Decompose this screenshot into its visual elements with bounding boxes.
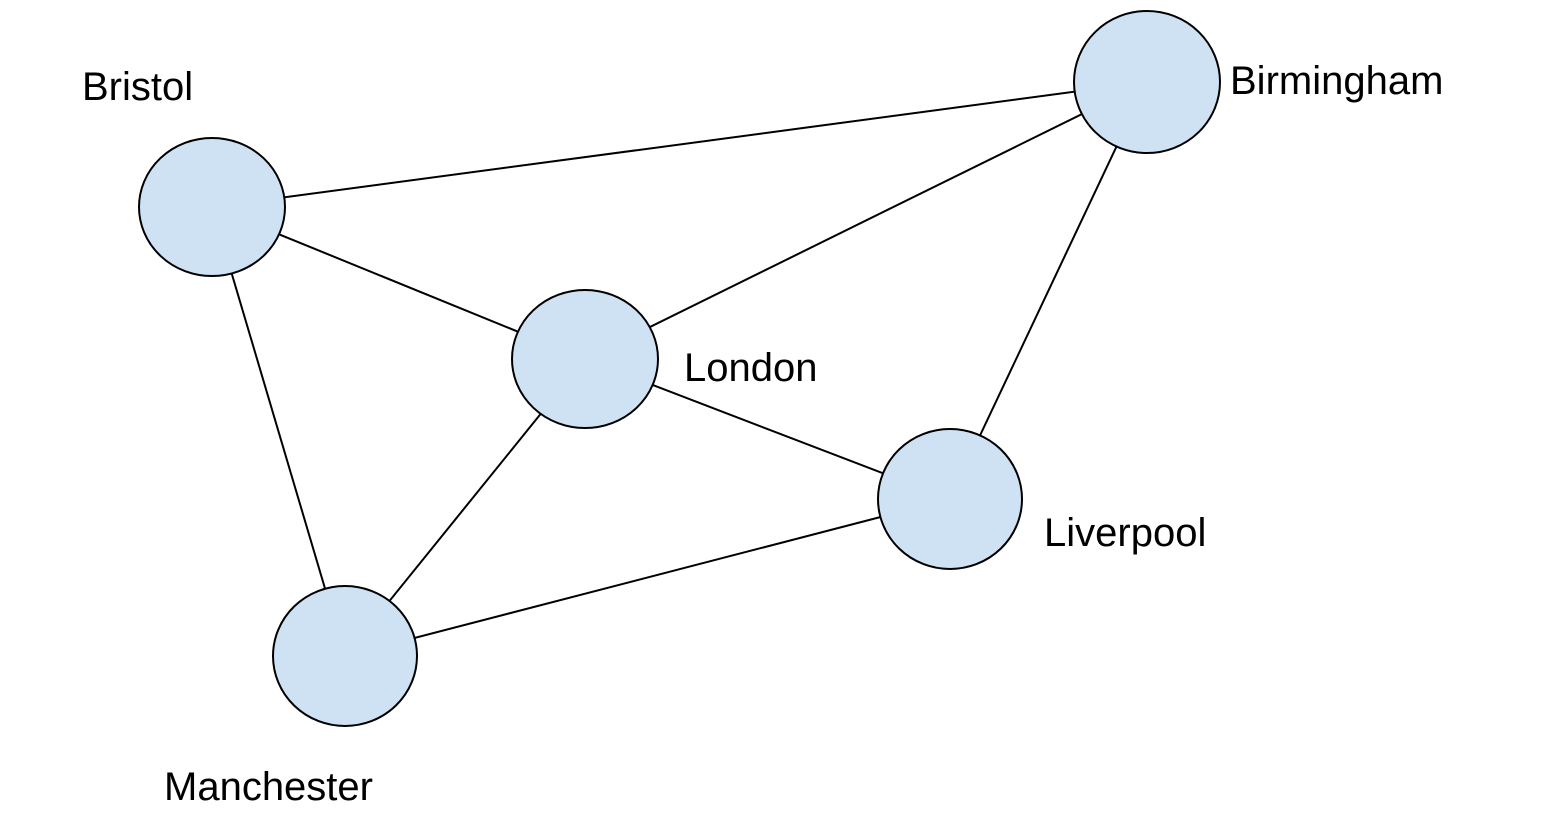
edge-bristol-manchester <box>211 206 346 657</box>
nodes-layer <box>138 10 1221 727</box>
node-birmingham <box>1073 10 1221 154</box>
label-manchester: Manchester <box>164 765 373 809</box>
edge-birmingham-liverpool <box>949 81 1148 500</box>
edges-layer <box>211 81 1148 657</box>
node-bristol <box>138 137 286 277</box>
node-liverpool <box>877 428 1023 570</box>
node-london <box>511 289 659 429</box>
edge-london-birmingham <box>584 81 1148 360</box>
edge-manchester-liverpool <box>344 498 951 657</box>
label-london: London <box>684 346 817 390</box>
edge-bristol-birmingham <box>211 81 1148 208</box>
label-bristol: Bristol <box>82 65 193 109</box>
node-manchester <box>272 585 418 727</box>
label-liverpool: Liverpool <box>1044 511 1206 555</box>
label-birmingham: Birmingham <box>1230 59 1443 103</box>
labels-layer: Bristol Birmingham London Liverpool Manc… <box>82 59 1443 809</box>
